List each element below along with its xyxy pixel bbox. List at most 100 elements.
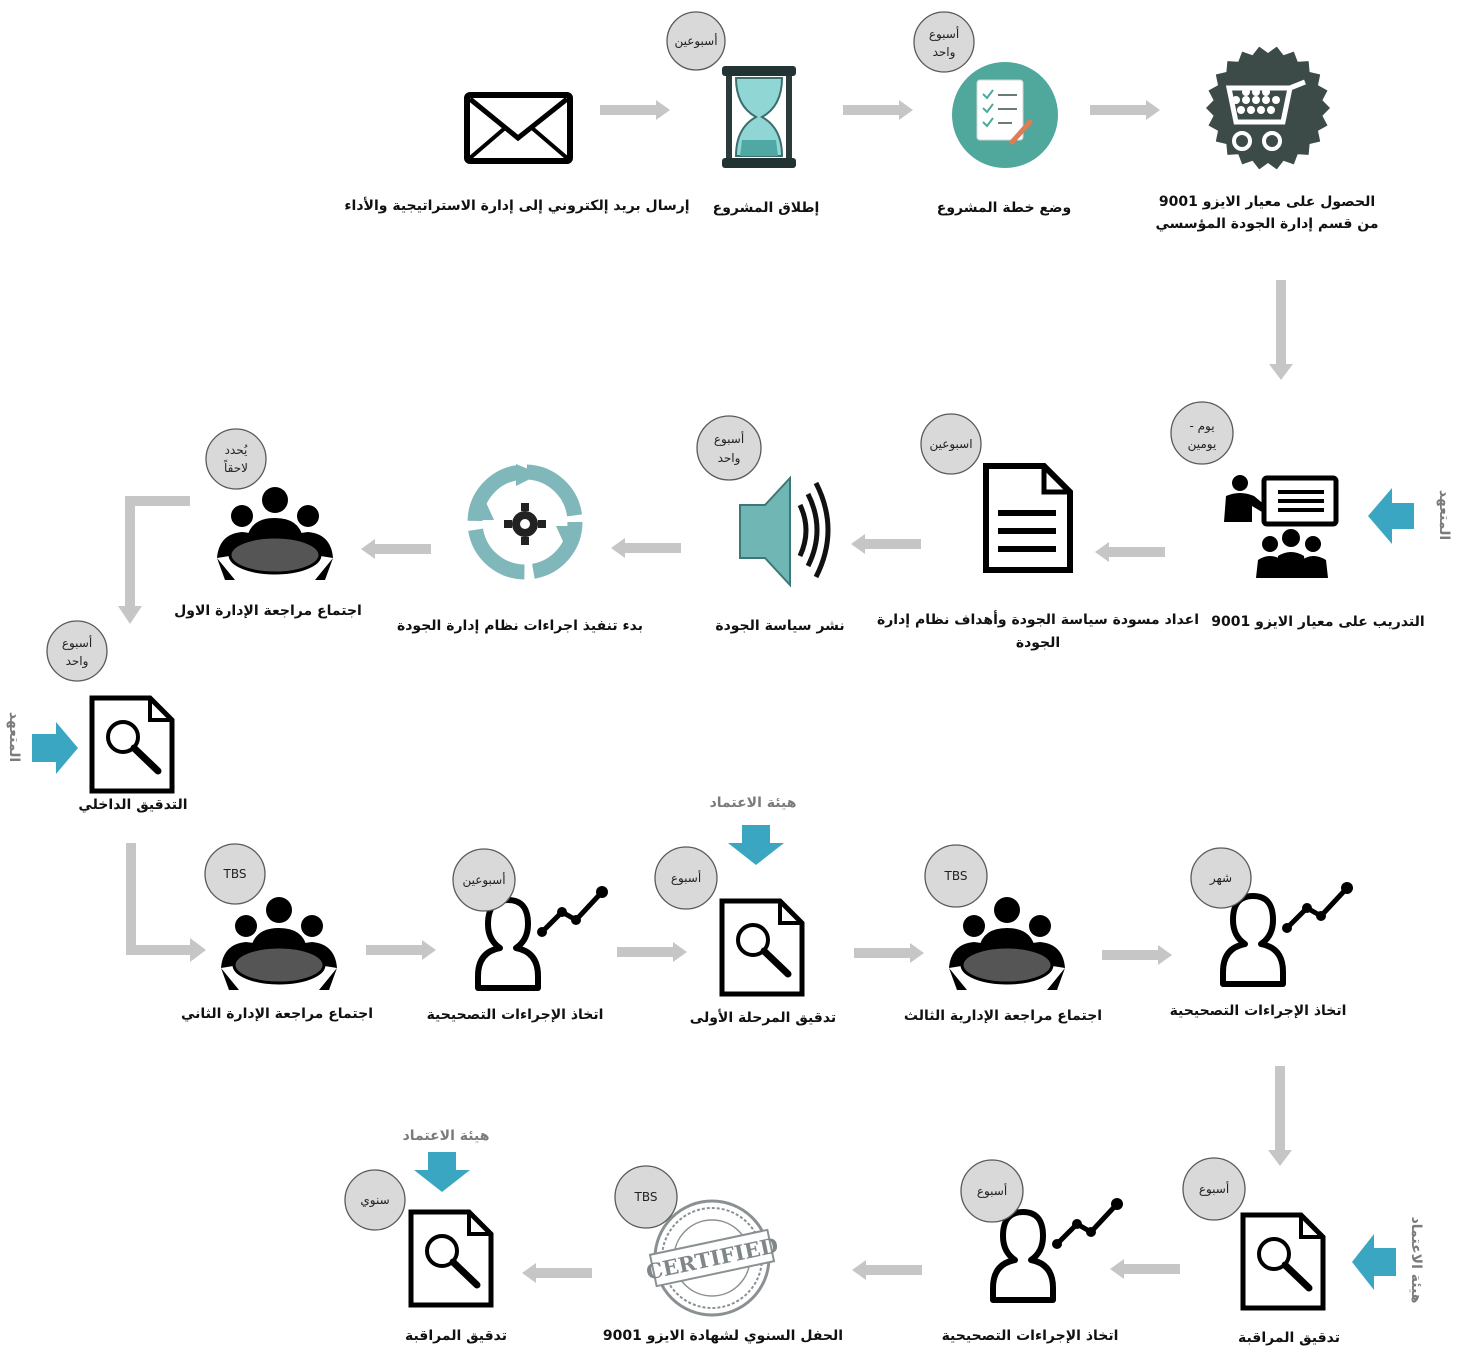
launch-duration: أسبوعين bbox=[674, 33, 717, 49]
email-icon bbox=[464, 92, 573, 164]
corrective1-label: اتخاذ الإجراءات التصحيحية bbox=[427, 1007, 604, 1023]
flow-elbow-arrow bbox=[126, 843, 206, 962]
flow-arrow bbox=[617, 942, 687, 962]
flow-arrow-down bbox=[1269, 280, 1293, 380]
plan-duration-2: واحد bbox=[933, 45, 956, 60]
draft-duration: اسبوعين bbox=[929, 437, 972, 452]
publish-duration-2: واحد bbox=[718, 451, 741, 466]
implement-label: بدء تنفيذ اجراءات نظام إدارة الجودة bbox=[397, 618, 643, 634]
review3-label: اجتماع مراجعة الإدارية الثالث bbox=[904, 1008, 1102, 1024]
review1-duration-2: لاحقاً bbox=[224, 459, 248, 475]
meeting-icon bbox=[215, 485, 335, 582]
flow-arrow bbox=[1095, 542, 1165, 562]
audit-document-icon bbox=[411, 1212, 491, 1305]
flow-arrow bbox=[852, 1260, 922, 1280]
stamp-text: CERTIFIED bbox=[644, 1232, 780, 1284]
training-duration-1: يوم - bbox=[1189, 419, 1214, 434]
shopping-cart-badge-icon bbox=[1206, 46, 1330, 170]
audit-document-icon bbox=[1243, 1215, 1323, 1308]
side-label-contractor: المتعهد bbox=[1436, 490, 1452, 540]
internal-audit-label: التدقيق الداخلي bbox=[78, 797, 187, 813]
launch-label: إطلاق المشروع bbox=[713, 200, 820, 216]
checklist-icon bbox=[952, 62, 1058, 168]
flow-arrow bbox=[611, 538, 681, 558]
flow-arrow bbox=[854, 943, 924, 963]
flow-arrow bbox=[851, 534, 921, 554]
internal-audit-duration-2: واحد bbox=[66, 654, 89, 669]
duration-badge bbox=[913, 11, 975, 73]
teal-arrow-left bbox=[1352, 1234, 1396, 1290]
side-label-contractor: المتعهد bbox=[6, 712, 22, 762]
surveillance2-duration: سنوي bbox=[360, 1193, 389, 1208]
meeting-icon bbox=[219, 895, 339, 992]
duration-badge bbox=[1170, 401, 1234, 465]
publish-label: نشر سياسة الجودة bbox=[715, 618, 844, 634]
flow-arrow bbox=[1110, 1259, 1180, 1279]
teal-arrow-down bbox=[728, 825, 784, 865]
meeting-icon bbox=[947, 895, 1067, 992]
side-label-accreditation: هيئة الاعتماد bbox=[1408, 1217, 1424, 1304]
teal-arrow-left bbox=[1368, 488, 1414, 544]
teal-arrow-right bbox=[32, 722, 78, 774]
flow-arrow bbox=[366, 940, 436, 960]
duration-badge bbox=[344, 1169, 406, 1231]
corrective2-duration: شهر bbox=[1209, 871, 1232, 886]
training-presentation-icon bbox=[1224, 475, 1339, 578]
corrective1-duration: أسبوعين bbox=[462, 872, 505, 888]
hourglass-icon bbox=[722, 66, 796, 168]
duration-badge bbox=[614, 1165, 678, 1229]
teal-arrow-down bbox=[414, 1152, 470, 1192]
duration-badge bbox=[666, 11, 726, 71]
plan-label: وضع خطة المشروع bbox=[937, 200, 1071, 216]
review1-label: اجتماع مراجعة الإدارة الاول bbox=[174, 603, 362, 619]
flow-arrow-down bbox=[1268, 1066, 1292, 1166]
training-label: التدريب على معيار الايزو 9001 bbox=[1211, 614, 1424, 630]
cycle-gear-icon bbox=[467, 464, 583, 580]
flow-arrow bbox=[600, 100, 670, 120]
duration-badge bbox=[1182, 1157, 1246, 1221]
duration-badge bbox=[46, 620, 108, 682]
training-duration-2: يومين bbox=[1188, 437, 1217, 452]
corrective3-label: اتخاذ الإجراءات التصحيحية bbox=[942, 1328, 1119, 1344]
stage1-duration: أسبوع bbox=[671, 870, 701, 886]
flow-arrow bbox=[522, 1263, 592, 1283]
flow-arrow bbox=[1102, 945, 1172, 965]
corrective2-label: اتخاذ الإجراءات التصحيحية bbox=[1170, 1003, 1347, 1019]
duration-badge bbox=[960, 1159, 1024, 1223]
surveillance1-label: تدقيق المراقبة bbox=[1238, 1330, 1340, 1346]
duration-badge bbox=[920, 413, 982, 475]
review2-duration: TBS bbox=[223, 867, 247, 881]
audit-document-icon bbox=[722, 901, 802, 994]
draft-label-1: اعداد مسودة سياسة الجودة وأهداف نظام إدا… bbox=[877, 610, 1199, 628]
duration-badge bbox=[924, 844, 988, 908]
internal-audit-duration-1: أسبوع bbox=[62, 635, 92, 651]
duration-badge bbox=[696, 415, 762, 481]
flow-arrow bbox=[843, 100, 913, 120]
audit-document-icon bbox=[92, 698, 172, 791]
duration-badge bbox=[1190, 847, 1252, 909]
review1-duration-1: يُحدد bbox=[225, 443, 248, 457]
review2-label: اجتماع مراجعة الإدارة الثاني bbox=[181, 1006, 373, 1022]
duration-badge bbox=[204, 843, 266, 905]
plan-duration-1: أسبوع bbox=[929, 26, 959, 42]
ceremony-label: الحفل السنوي لشهادة الايزو 9001 bbox=[603, 1328, 843, 1345]
surveillance2-label: تدقيق المراقبة bbox=[405, 1328, 507, 1344]
document-icon bbox=[983, 463, 1073, 573]
draft-label-2: الجودة bbox=[1016, 635, 1060, 651]
corrective3-duration: أسبوع bbox=[977, 1183, 1007, 1199]
surveillance1-duration: أسبوع bbox=[1199, 1181, 1229, 1197]
flow-arrow bbox=[361, 539, 431, 559]
publish-duration-1: أسبوع bbox=[714, 431, 744, 447]
email-label: إرسال بريد إلكتروني إلى إدارة الاستراتيج… bbox=[344, 197, 689, 214]
obtain-label-1: الحصول على معيار الايزو 9001 bbox=[1159, 194, 1375, 210]
flow-arrow bbox=[1090, 100, 1160, 120]
ceremony-duration: TBS bbox=[634, 1190, 658, 1204]
stage1-label: تدقيق المرحلة الأولى bbox=[690, 1009, 836, 1026]
accreditation-body-label: هيئة الاعتماد bbox=[710, 795, 797, 811]
duration-badge bbox=[205, 428, 267, 490]
flow-elbow-arrow bbox=[118, 496, 190, 624]
duration-badge bbox=[452, 848, 516, 912]
speaker-icon bbox=[739, 475, 831, 588]
accreditation-body-label: هيئة الاعتماد bbox=[403, 1128, 490, 1144]
